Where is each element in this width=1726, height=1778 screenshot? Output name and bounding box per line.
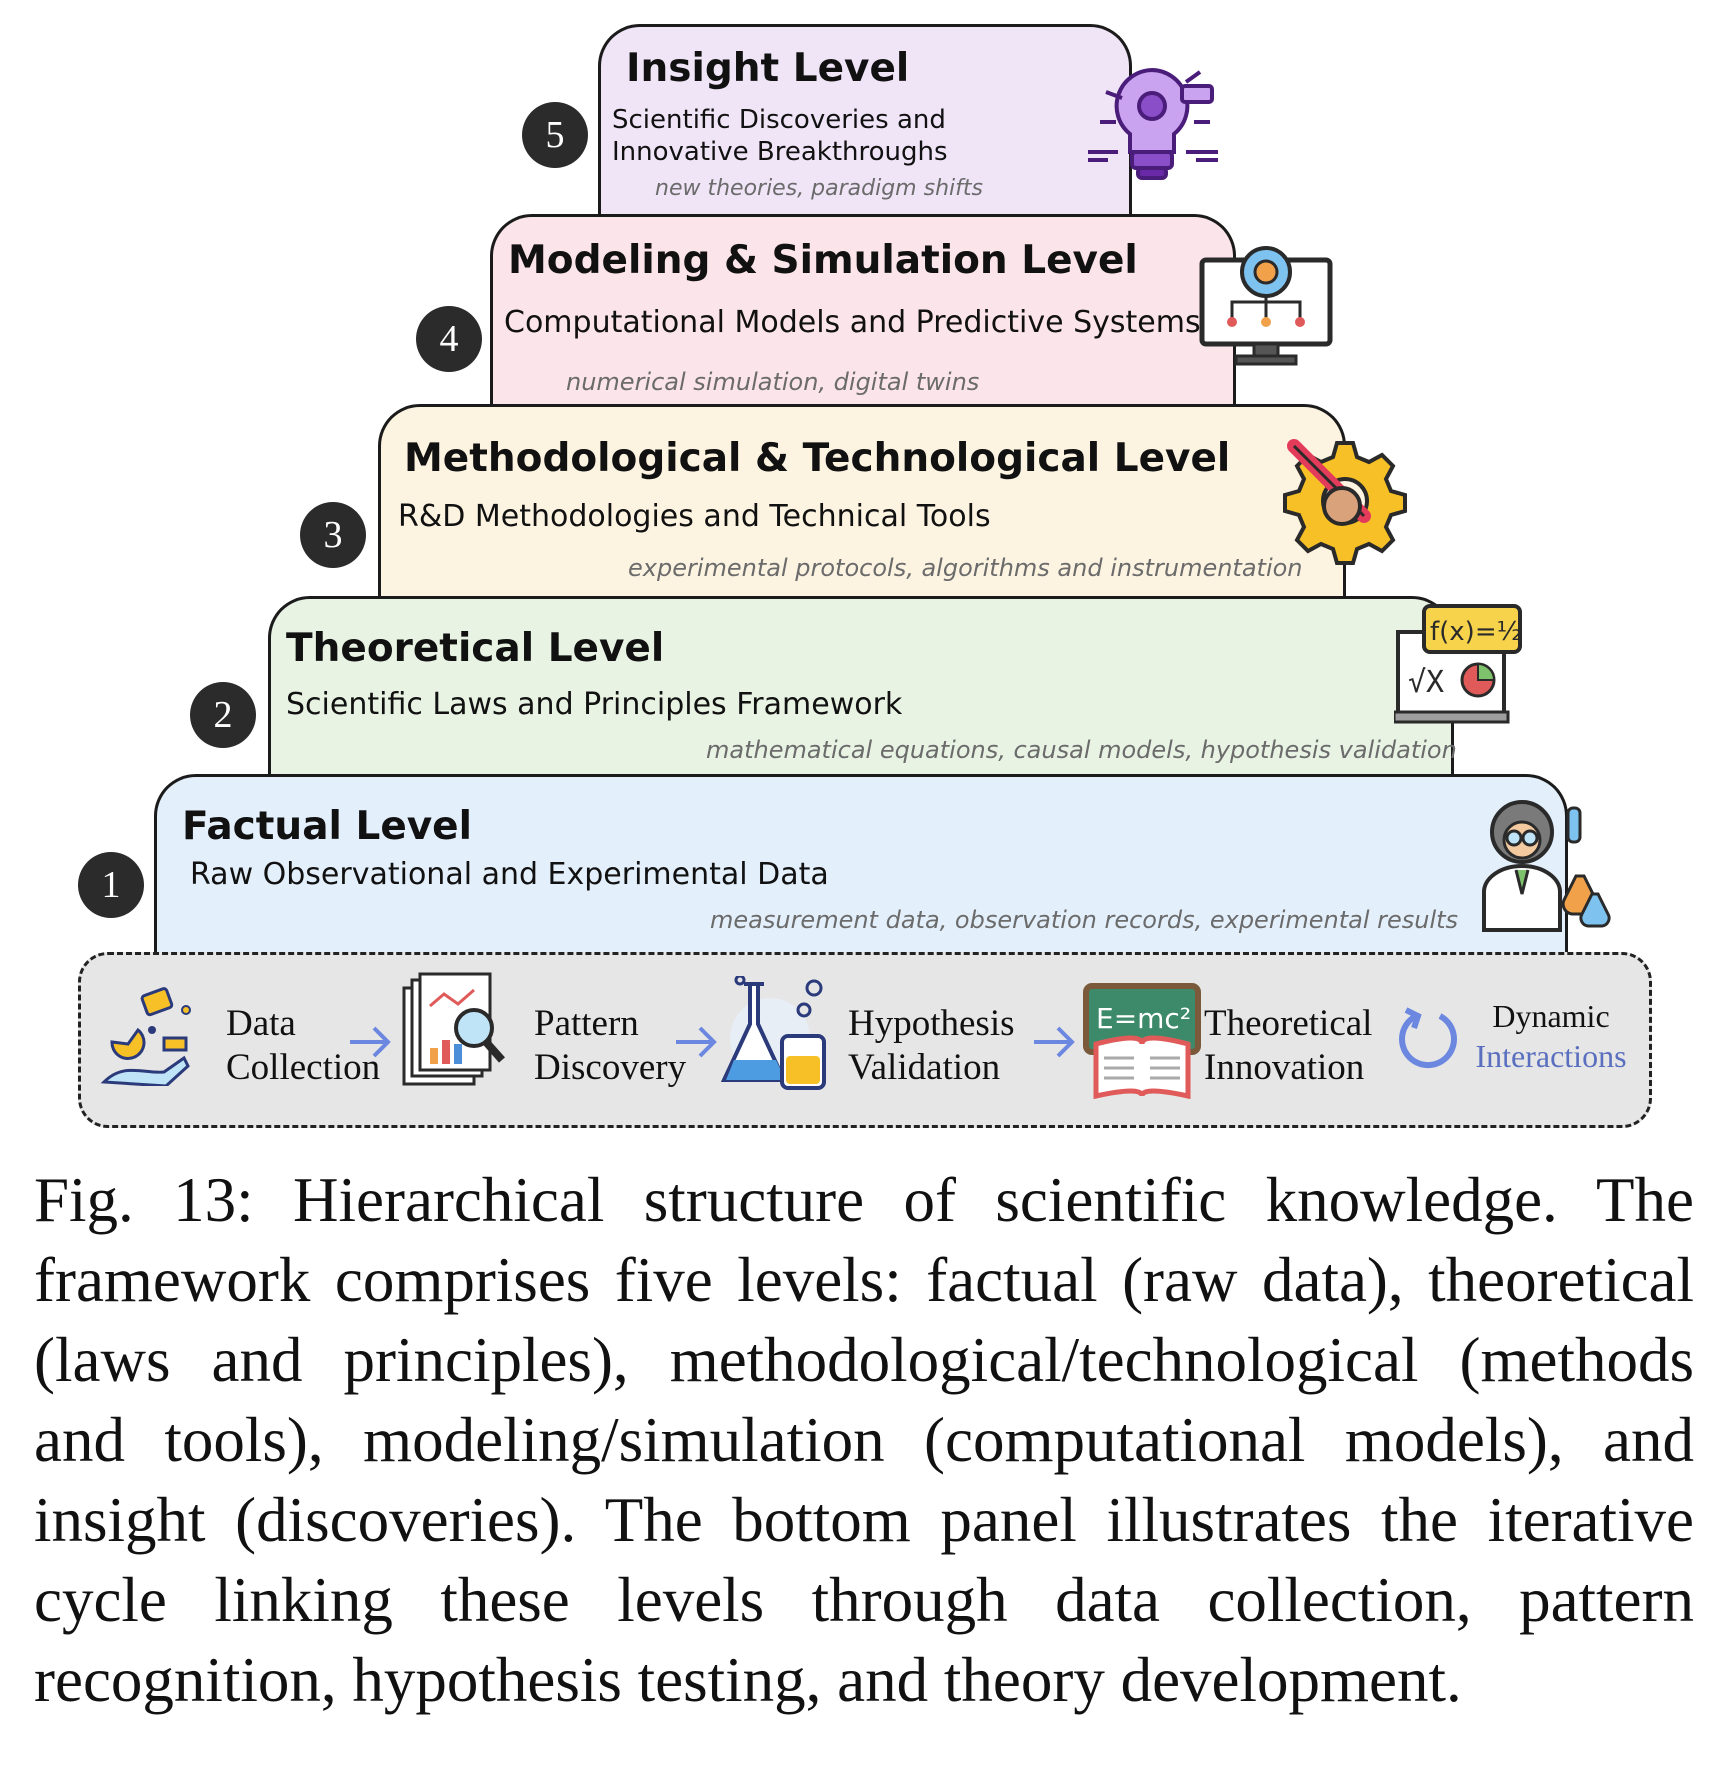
lab-flask-icon [720, 976, 826, 1090]
level-badge-5: 5 [522, 102, 588, 168]
cycle-arrow-icon [1399, 1007, 1457, 1068]
level-theoretical-examples: mathematical equations, causal models, h… [706, 736, 1457, 764]
level-insight-title: Insight Level [626, 46, 910, 91]
level-theoretical-subtitle: Scientific Laws and Principles Framework [286, 687, 903, 722]
cycle-step-data-collection: Data Collection [226, 1002, 380, 1090]
dynamic-line2: Interactions [1475, 1038, 1627, 1074]
dynamic-line1: Dynamic [1492, 998, 1610, 1034]
level-badge-4: 4 [416, 306, 482, 372]
pattern-discovery-icon [402, 972, 505, 1086]
level-factual-title: Factual Level [182, 804, 473, 849]
formula-board-icon: √X f(x)=½ [1394, 604, 1522, 724]
data-collection-icon [100, 987, 191, 1086]
monitor-gear-icon [1199, 246, 1333, 366]
arrow-right-icon [676, 1026, 717, 1058]
level-insight-examples: new theories, paradigm shifts [655, 176, 983, 201]
cycle-step-line2: Validation [848, 1047, 1001, 1088]
figure-caption: Fig. 13: Hierarchical structure of scien… [34, 1165, 1694, 1715]
level-factual-examples: measurement data, observation records, e… [710, 906, 1459, 934]
cycle-step-pattern-discovery: Pattern Discovery [534, 1002, 686, 1090]
dynamic-interactions-label: Dynamic Interactions [1466, 996, 1636, 1076]
level-factual [154, 774, 1568, 954]
cycle-step-line2: Discovery [534, 1047, 687, 1088]
level-badge-1: 1 [78, 852, 144, 918]
scientist-icon [1482, 800, 1611, 932]
svg-text:E=mc²: E=mc² [1096, 1002, 1191, 1035]
cycle-step-line2: Collection [226, 1047, 381, 1088]
level-modeling-subtitle: Computational Models and Predictive Syst… [504, 305, 1201, 340]
level-modeling [490, 214, 1236, 408]
iteration-cycle-panel [78, 952, 1652, 1128]
cycle-step-theoretical-innovation: Theoretical Innovation [1204, 1002, 1372, 1090]
level-methodological-examples: experimental protocols, algorithms and i… [628, 554, 1303, 582]
level-insight-subtitle: Scientific Discoveries and Innovative Br… [612, 105, 948, 167]
level-badge-3: 3 [300, 502, 366, 568]
chalkboard-book-icon: E=mc² [1083, 983, 1201, 1100]
cycle-step-line2: Innovation [1204, 1047, 1365, 1088]
level-methodological-title: Methodological & Technological Level [404, 436, 1231, 481]
arrow-right-icon [350, 1026, 391, 1058]
level-theoretical-title: Theoretical Level [286, 626, 665, 671]
cycle-step-line1: Pattern [534, 1003, 639, 1044]
gear-wrench-icon [1283, 439, 1407, 565]
level-modeling-examples: numerical simulation, digital twins [566, 368, 980, 396]
level-methodological-subtitle: R&D Methodologies and Technical Tools [398, 499, 991, 534]
level-modeling-title: Modeling & Simulation Level [508, 238, 1138, 283]
level-factual-subtitle: Raw Observational and Experimental Data [190, 857, 829, 892]
level-insight [598, 24, 1132, 216]
level-badge-2: 2 [190, 682, 256, 748]
cycle-step-line1: Data [226, 1003, 296, 1044]
svg-text:f(x)=½: f(x)=½ [1430, 617, 1522, 647]
cycle-step-line1: Theoretical [1204, 1003, 1373, 1044]
cycle-step-line1: Hypothesis [848, 1003, 1015, 1044]
lightbulb-gear-icon [1088, 67, 1218, 180]
cycle-step-hypothesis-validation: Hypothesis Validation [848, 1002, 1015, 1090]
svg-text:√X: √X [1408, 665, 1444, 700]
arrow-right-icon [1034, 1026, 1075, 1058]
